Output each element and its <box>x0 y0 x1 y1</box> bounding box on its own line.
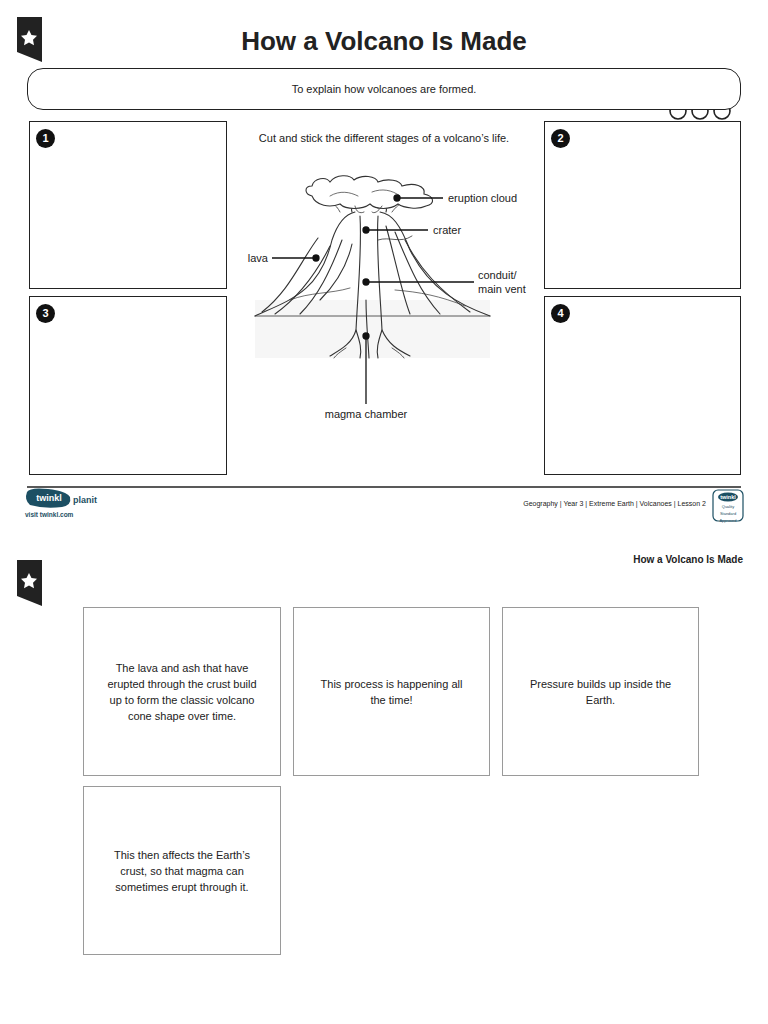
brand-text: planit <box>73 494 113 506</box>
card-text: This then affects the Earth’s crust, so … <box>106 847 258 895</box>
callout-number: 2 <box>551 129 570 148</box>
cut-card: This then affects the Earth’s crust, so … <box>83 786 281 955</box>
part-label: crater <box>433 223 493 237</box>
objective-band: To explain how volcanoes are formed. <box>27 68 741 110</box>
footer-rule <box>27 486 741 488</box>
page-header: How a Volcano Is Made <box>540 553 743 566</box>
star-icon <box>21 30 37 45</box>
objective-text: To explain how volcanoes are formed. <box>292 82 477 96</box>
card-text: Pressure builds up inside the Earth. <box>525 676 676 708</box>
page-title: How a Volcano Is Made <box>84 26 684 57</box>
card-text: This process is happening all the time! <box>316 676 467 708</box>
bookmark-tab <box>17 560 42 606</box>
callout-number: 1 <box>36 129 55 148</box>
footer-url: visit twinkl.com <box>25 510 105 520</box>
badge-text: Quality Standard Approved <box>714 503 742 524</box>
part-label: magma chamber <box>306 407 426 421</box>
callout-number: 4 <box>551 304 570 323</box>
stick-box: 2 <box>544 121 741 289</box>
logo-text: twinkl <box>28 492 70 504</box>
instruction-text: Cut and stick the different stages of a … <box>234 131 534 145</box>
cut-card: Pressure builds up inside the Earth. <box>502 607 699 776</box>
bookmark-tab <box>17 17 42 62</box>
stick-box: 1 <box>29 121 227 289</box>
badge-logo-text: twinkl <box>714 493 742 502</box>
part-label: lava <box>222 251 268 265</box>
star-icon <box>21 573 37 588</box>
stick-box: 4 <box>544 296 741 475</box>
part-label: eruption cloud <box>448 191 538 205</box>
card-text: The lava and ash that have erupted throu… <box>106 660 258 724</box>
callout-number: 3 <box>36 304 55 323</box>
cut-card: The lava and ash that have erupted throu… <box>83 607 281 776</box>
cut-card: This process is happening all the time! <box>293 607 490 776</box>
stick-box: 3 <box>29 296 227 475</box>
footer-course: Geography | Year 3 | Extreme Earth | Vol… <box>426 499 706 509</box>
part-label: conduit/ main vent <box>478 268 540 296</box>
logo-shape <box>26 488 70 507</box>
